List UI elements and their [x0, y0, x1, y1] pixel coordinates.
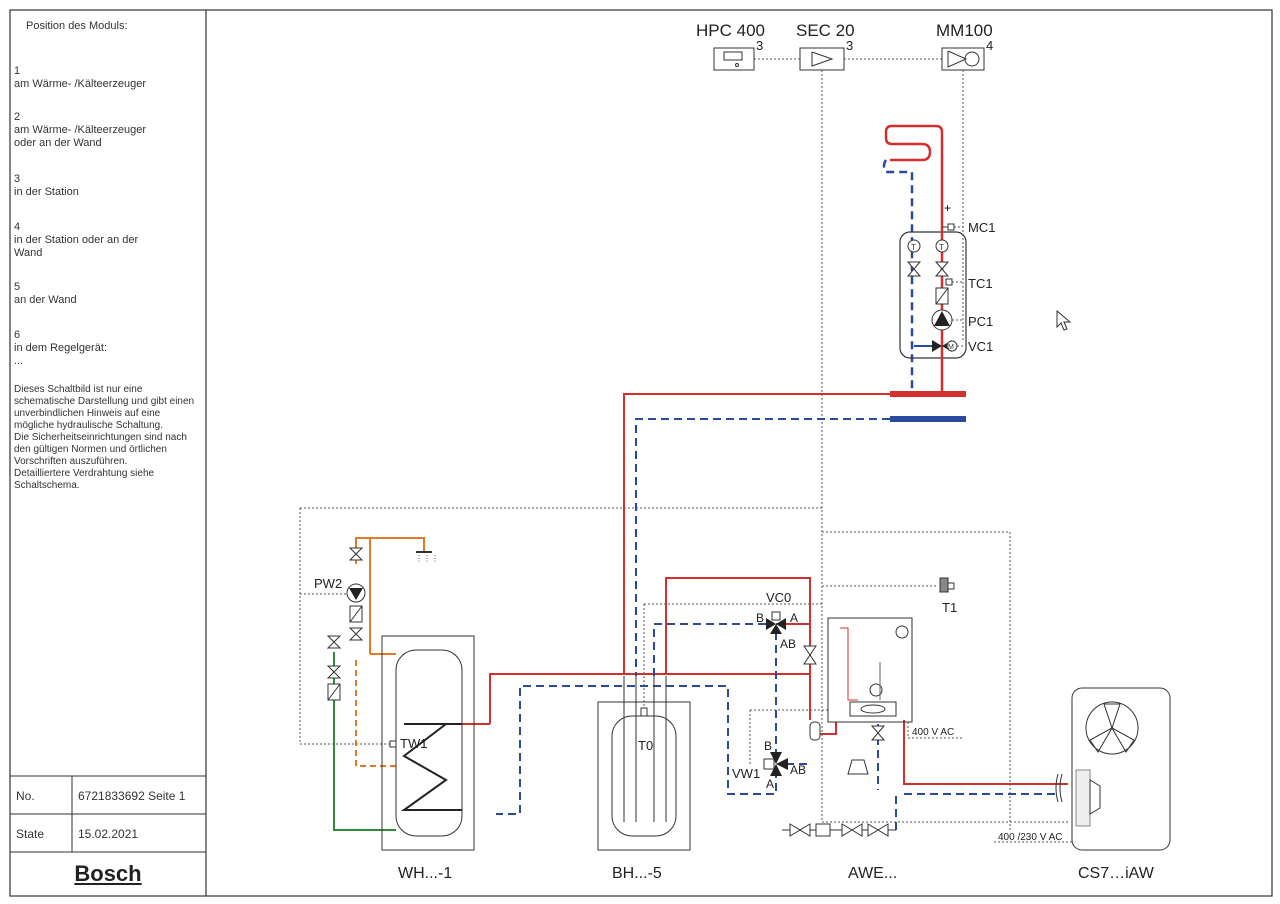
sec20-module: SEC 20 3	[796, 21, 855, 71]
bh-tank: T0 BH...-5	[597, 676, 691, 882]
ac400-label: 400 V AC	[912, 727, 954, 738]
position-item-2: 2 am Wärme- /Kälteerzeuger oder an der W…	[14, 98, 200, 150]
sec20-label: SEC 20	[796, 21, 855, 40]
position-text: am Wärme- /Kälteerzeuger	[14, 78, 147, 90]
awe-indoor-unit: AWE... 400 V AC	[809, 617, 954, 882]
mm100-module: MM100 4	[936, 21, 993, 71]
dhw-piping	[333, 537, 425, 831]
mm100-label: MM100	[936, 21, 993, 40]
tc1-label: TC1	[968, 276, 993, 291]
vc1-motor-m: M	[948, 344, 954, 351]
position-item-5: 5 an der Wand	[14, 268, 200, 307]
position-item-6: 6 in dem Regelgerät: ...	[14, 316, 200, 368]
vw1-port-b: B	[764, 739, 772, 753]
position-num: 6	[14, 329, 21, 341]
doc-number-label: No.	[16, 789, 35, 803]
thermometer-right-t: T	[939, 243, 944, 252]
position-item-4: 4 in der Station oder an der Wand	[14, 208, 200, 260]
fill-assembly	[782, 823, 896, 837]
wh-label: WH...-1	[398, 865, 452, 882]
vw1-label: VW1	[732, 766, 760, 781]
mm100-position: 4	[986, 38, 993, 53]
state-label: State	[16, 827, 45, 841]
svg-text:⋮⋮⋮: ⋮⋮⋮	[415, 554, 439, 563]
position-num: 4	[14, 221, 21, 233]
vw1-port-a: A	[766, 777, 774, 791]
flow-header	[890, 391, 966, 397]
vc0-label: VC0	[766, 590, 791, 605]
awe-label: AWE...	[848, 865, 897, 882]
svg-text:+: +	[944, 201, 951, 215]
position-item-3: 3 in der Station	[14, 160, 200, 199]
t1-label: T1	[942, 600, 957, 615]
vc0-port-b: B	[756, 611, 764, 625]
tw1-label: TW1	[400, 736, 427, 751]
sheet-frame	[9, 9, 1273, 897]
vc0-valve: VC0 B A AB	[756, 590, 817, 665]
ac230-label: 400 /230 V AC	[998, 832, 1063, 843]
position-num: 1	[14, 65, 21, 77]
return-piping	[496, 418, 1058, 830]
bus-wiring	[299, 58, 1072, 843]
vc0-port-ab: AB	[780, 637, 796, 651]
floor-heating-loop	[882, 124, 944, 390]
mouse-cursor-icon	[1056, 310, 1072, 331]
cs7-outdoor-unit: CS7…iAW 400 /230 V AC	[998, 687, 1171, 882]
sec20-position: 3	[846, 38, 853, 53]
mixing-station: + T T M MC1 TC1 PC1 VC1	[899, 201, 995, 394]
shower-icon: ⋮⋮⋮	[415, 551, 439, 563]
cs7-label: CS7…iAW	[1078, 865, 1155, 882]
doc-number-value: 6721833692 Seite 1	[78, 789, 186, 803]
position-text: an der Wand	[14, 294, 77, 306]
position-text: in dem Regelgerät: ...	[14, 342, 107, 367]
t1-sensor: T1	[939, 577, 957, 615]
vc1-label: VC1	[968, 339, 993, 354]
t0-label: T0	[638, 738, 653, 753]
position-text: am Wärme- /Kälteerzeuger oder an der Wan…	[14, 124, 147, 149]
position-num: 3	[14, 173, 21, 185]
wh-tank: TW1 WH...-1	[381, 635, 475, 882]
thermometer-left-t: T	[911, 243, 916, 252]
pc1-label: PC1	[968, 314, 993, 329]
pw2-label: PW2	[314, 576, 342, 591]
position-text: in der Station oder an der Wand	[14, 234, 139, 259]
bh-label: BH...-5	[612, 865, 662, 882]
hpc400-module: HPC 400 3	[696, 21, 765, 71]
position-item-1: 1 am Wärme- /Kälteerzeuger	[14, 52, 200, 91]
pw2-circulation: PW2	[314, 547, 366, 701]
module-position-heading: Position des Moduls:	[26, 20, 128, 32]
flow-piping	[462, 393, 1068, 785]
schematic-disclaimer: Dieses Schaltbild ist nur eine schematis…	[14, 384, 195, 491]
brand-logo: Bosch	[74, 861, 142, 886]
vw1-valve: VW1 B AB A	[732, 739, 806, 791]
state-value: 15.02.2021	[78, 827, 139, 841]
vw1-port-ab: AB	[790, 763, 806, 777]
hpc400-label: HPC 400	[696, 21, 765, 40]
vc0-port-a: A	[790, 611, 798, 625]
return-header	[890, 416, 966, 422]
position-num: 2	[14, 111, 21, 123]
position-num: 5	[14, 281, 21, 293]
mc1-label: MC1	[968, 220, 995, 235]
hpc400-position: 3	[756, 38, 763, 53]
position-text: in der Station	[14, 186, 79, 198]
